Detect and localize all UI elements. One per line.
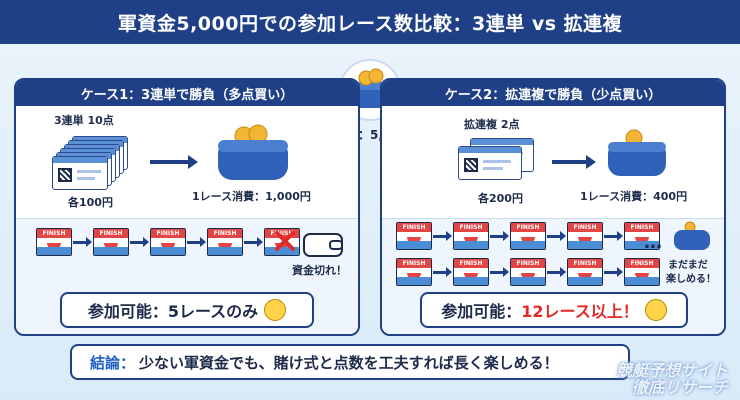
- finish-gate-icon: FINISH: [36, 228, 72, 256]
- case1-out-label: 資金切れ！: [292, 264, 347, 277]
- finish-gate-icon: FINISH: [207, 228, 243, 256]
- watermark-line2: 徹底リサーチ: [631, 378, 728, 397]
- finish-gate-icon: FINISH: [567, 222, 603, 250]
- finish-gate-icon: FINISH: [453, 222, 489, 250]
- case2-race-row-1: FINISH FINISH FINISH FINISH FINISH: [396, 222, 660, 250]
- case2-arrow-icon: [552, 155, 596, 169]
- cross-icon: [275, 231, 295, 251]
- case2-enjoy-label-2: 楽しめる！: [666, 274, 716, 285]
- finish-gate-icon: FINISH: [510, 222, 546, 250]
- case2-result: 参加可能： 12レース以上！: [420, 292, 688, 328]
- finish-gate-icon: FINISH: [624, 222, 660, 250]
- case1-result-prefix: 参加可能：: [87, 302, 168, 321]
- finish-gate-icon: FINISH: [150, 228, 186, 256]
- case1-consume-label: 1レース消費：1,000円: [192, 190, 311, 203]
- case2-enjoy-label-1: まだまだ: [668, 260, 708, 271]
- finish-gate-icon: FINISH: [453, 258, 489, 286]
- case2-ticket-label: 拡連複 2点: [464, 118, 520, 131]
- page-title: 軍資金5,000円での参加レース数比較：3連単 vs 拡連複: [0, 0, 740, 44]
- smile-face-icon: [644, 299, 667, 321]
- finish-gate-icon: FINISH: [567, 258, 603, 286]
- empty-wallet-icon: [303, 233, 343, 257]
- case2-consume-label: 1レース消費：400円: [580, 190, 688, 203]
- finish-gate-icon: FINISH: [93, 228, 129, 256]
- case2-result-prefix: 参加可能：: [441, 302, 522, 321]
- finish-gate-icon: FINISH: [510, 258, 546, 286]
- case1-ticket-label: 3連単 10点: [54, 114, 114, 127]
- finish-gate-icon: FINISH: [396, 258, 432, 286]
- conclusion-text: 少ない軍資金でも、賭け式と点数を工夫すれば長く楽しめる！: [139, 353, 559, 372]
- finish-gate-icon: FINISH: [624, 258, 660, 286]
- case2-title: ケース2：拡連複で勝負（少点買い）: [382, 80, 724, 106]
- case2-each-label: 各200円: [478, 192, 523, 205]
- case1-wallet-icon: [218, 124, 288, 180]
- case2-result-value: 12レース以上！: [521, 302, 639, 321]
- case1-result-value: 5レースのみ: [167, 302, 259, 321]
- case1-each-label: 各100円: [68, 196, 113, 209]
- case1-title: ケース1：3連単で勝負（多点買い）: [16, 80, 358, 106]
- case1-result: 参加可能： 5レースのみ: [60, 292, 314, 328]
- case1-race-row: FINISH FINISH FINISH FINISH FINISH: [36, 228, 300, 256]
- watermark-logo: 競艇予想サイト 徹底リサーチ: [616, 362, 728, 396]
- conclusion-box: 結論： 少ない軍資金でも、賭け式と点数を工夫すれば長く楽しめる！: [70, 344, 630, 380]
- crying-face-icon: [264, 299, 287, 321]
- case1-arrow-icon: [150, 155, 198, 169]
- watermark-line1: 競艇予想サイト: [615, 361, 728, 380]
- case2-wallet-icon: [608, 129, 666, 176]
- case2-small-wallet-icon: [674, 221, 710, 250]
- case2-race-row-2: FINISH FINISH FINISH FINISH FINISH: [396, 258, 660, 286]
- conclusion-key: 結論：: [90, 353, 136, 372]
- ellipsis: …: [644, 232, 662, 253]
- finish-gate-icon: FINISH: [396, 222, 432, 250]
